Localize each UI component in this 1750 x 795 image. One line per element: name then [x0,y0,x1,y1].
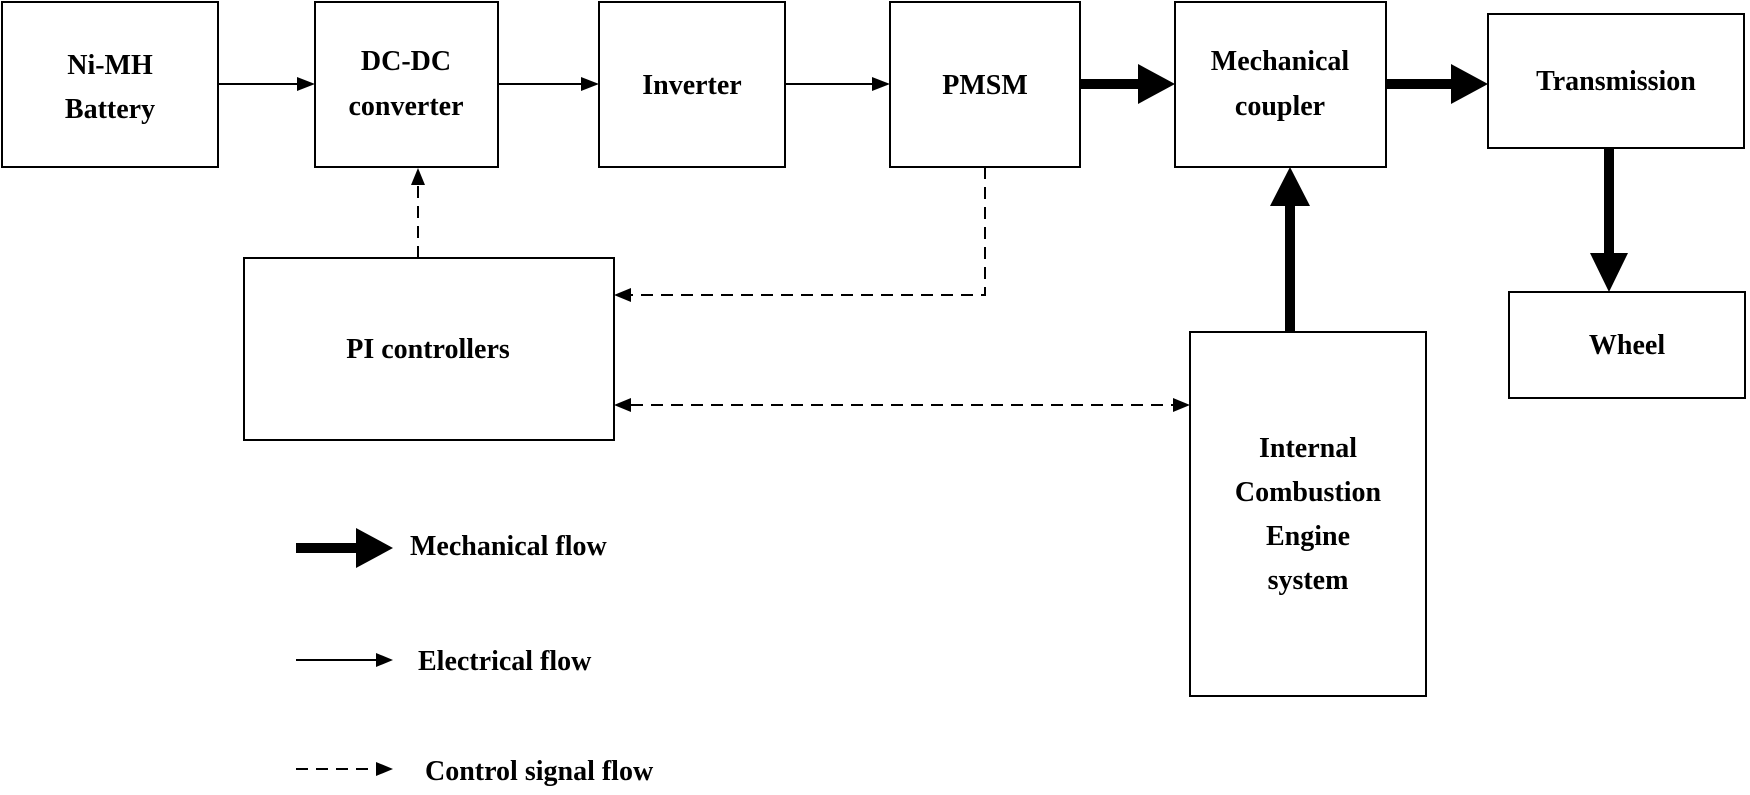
arrow-dcdc-to-inverter [498,77,599,91]
block-pmsm: PMSM [889,1,1081,168]
arrow-pi-to-dcdc [411,168,425,258]
block-inverter: Inverter [598,1,786,168]
legend-electrical: Electrical flow [296,646,592,677]
arrow-pmsm-to-coupler [1080,64,1175,104]
block-coupler-line-1: Mechanical [1211,46,1350,77]
arrow-coupler-to-transmission [1386,64,1488,104]
arrow-engine-to-coupler [1270,167,1310,332]
block-ice-line-2: Combustion [1235,477,1382,508]
arrow-transmission-to-wheel [1590,148,1628,292]
legend-control: Control signal flow [296,756,654,787]
block-mechanical-coupler: Mechanical coupler [1174,1,1387,168]
block-transmission-label: Transmission [1536,66,1696,97]
block-ice-line-4: system [1268,565,1349,596]
legend-control-label: Control signal flow [425,756,654,787]
arrow-battery-to-dcdc [218,77,315,91]
block-coupler-line-2: coupler [1235,91,1325,122]
block-internal-combustion-engine: Internal Combustion Engine system [1189,331,1427,697]
block-inverter-label: Inverter [642,70,742,101]
arrow-inverter-to-pmsm [785,77,890,91]
block-ice-line-1: Internal [1259,433,1357,464]
block-battery-line-2: Battery [65,94,155,125]
block-dcdc-line-2: converter [348,91,463,122]
block-wheel-label: Wheel [1589,330,1665,361]
block-dcdc-line-1: DC-DC [361,46,451,77]
legend-electrical-label: Electrical flow [418,646,592,677]
block-wheel: Wheel [1508,291,1746,399]
block-pi-label: PI controllers [346,334,510,365]
block-dcdc-converter: DC-DC converter [314,1,499,168]
block-battery-line-1: Ni-MH [67,50,153,81]
arrow-pi-engine-bidirectional [614,398,1190,412]
legend: Mechanical flow Electrical flow Control … [296,528,654,787]
arrow-pmsm-to-pi [614,167,986,302]
block-pi-controllers: PI controllers [243,257,615,441]
block-ice-line-3: Engine [1266,521,1350,552]
block-pmsm-label: PMSM [942,70,1028,101]
legend-mechanical-label: Mechanical flow [410,531,608,562]
legend-mechanical: Mechanical flow [296,528,608,568]
block-transmission: Transmission [1487,13,1745,149]
block-battery: Ni-MH Battery [1,1,219,168]
